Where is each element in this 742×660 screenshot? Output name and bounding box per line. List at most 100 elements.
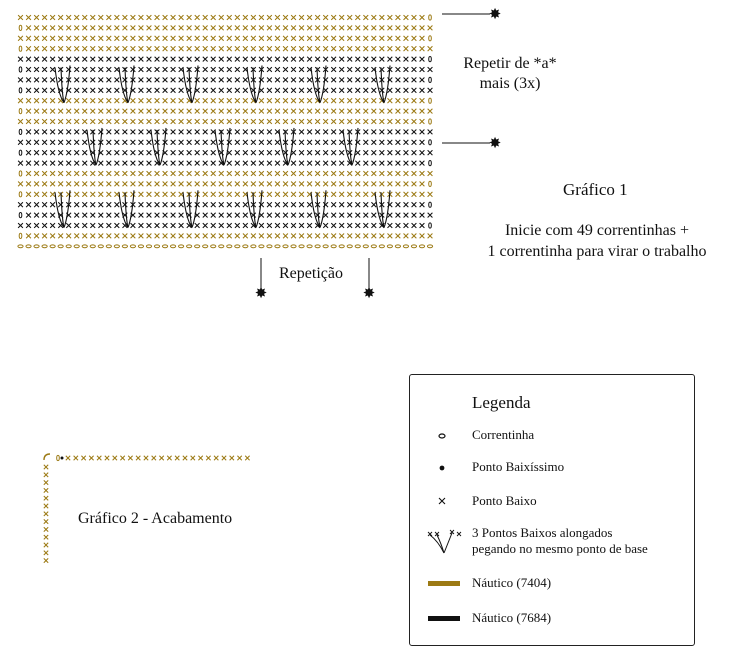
stitch-x <box>242 87 249 94</box>
stitch-x <box>81 87 88 94</box>
stitch-x <box>371 35 377 42</box>
stitch-chain <box>18 149 23 156</box>
stitch-x <box>106 97 112 104</box>
stitch-x <box>138 25 144 31</box>
stitch-x <box>170 35 176 42</box>
stitch-x <box>182 455 188 461</box>
stitch-x <box>106 25 112 31</box>
stitch-x <box>242 129 249 135</box>
stitch-x <box>403 129 409 135</box>
stitch-x <box>354 108 361 114</box>
stitch-x <box>194 56 200 62</box>
stitch-x <box>395 108 401 114</box>
stitch-x <box>41 66 48 73</box>
cluster-stroke <box>252 67 257 103</box>
stitch-x <box>98 170 104 177</box>
stitch-x <box>346 201 353 208</box>
stitch-x <box>354 149 361 156</box>
stitch-x <box>419 181 425 187</box>
stitch-x <box>234 97 241 104</box>
stitch-chain <box>210 244 217 249</box>
stitch-x <box>266 87 273 94</box>
stitch-x <box>186 108 192 114</box>
stitch-x <box>314 56 321 62</box>
stitch-x <box>138 201 144 208</box>
stitch-x <box>242 25 249 31</box>
stitch-x <box>411 87 417 94</box>
elongated-cluster <box>86 127 103 166</box>
stitch-x <box>146 108 152 114</box>
stitch-chain <box>346 244 353 249</box>
stitch-chain <box>266 244 273 249</box>
chain-icon <box>438 433 446 439</box>
stitch-x <box>130 222 136 229</box>
stitch-x <box>363 118 369 125</box>
stitch-x <box>143 455 149 461</box>
stitch-x <box>138 77 144 83</box>
stitch-x <box>178 222 184 229</box>
stitch-x <box>322 160 329 166</box>
stitch-x <box>274 108 281 114</box>
stitch-x <box>33 212 40 218</box>
stitch-x <box>427 25 433 31</box>
legend-box: Legenda Correntinha Ponto Baixíssimo Pon… <box>409 374 695 646</box>
stitch-x <box>298 129 305 135</box>
stitch-chain <box>129 244 137 249</box>
stitch-x <box>266 191 273 198</box>
stitch-x <box>57 118 64 125</box>
stitch-x <box>138 181 144 187</box>
stitch-x <box>371 118 377 125</box>
stitch-x <box>371 170 377 177</box>
stitch-x <box>114 108 120 114</box>
stitch-x <box>330 149 337 156</box>
stitch-x <box>403 160 409 166</box>
stitch-x <box>379 118 385 125</box>
stitch-x <box>154 160 160 166</box>
stitch-x <box>274 170 281 177</box>
stitch-x <box>234 66 241 73</box>
stitch-x <box>354 233 361 239</box>
stitch-x <box>170 108 176 114</box>
stitch-x <box>213 455 219 461</box>
stitch-x <box>387 170 393 177</box>
stitch-x <box>57 139 64 146</box>
stitch-x <box>242 77 249 83</box>
stitch-x <box>210 14 216 21</box>
stitch-x <box>33 222 40 229</box>
stitch-x <box>298 170 305 177</box>
elongated-cluster <box>310 190 327 228</box>
stitch-x <box>202 129 208 135</box>
stitch-x <box>114 139 120 146</box>
stitch-x <box>89 108 96 114</box>
stitch-x <box>242 181 249 187</box>
stitch-x <box>65 56 72 62</box>
stitch-x <box>419 191 425 198</box>
stitch-x <box>298 25 305 31</box>
stitch-x <box>419 222 425 229</box>
stitch-x <box>154 181 160 187</box>
stitch-x <box>138 118 144 125</box>
stitch-x <box>395 191 401 198</box>
stitch-x <box>282 233 289 239</box>
cluster-stroke <box>351 127 359 166</box>
stitch-x <box>41 97 48 104</box>
stitch-x <box>314 160 321 166</box>
stitch-x <box>234 181 241 187</box>
stitch-x <box>106 181 112 187</box>
stitch-x <box>89 45 96 52</box>
stitch-x <box>162 56 168 62</box>
stitch-x <box>338 191 345 198</box>
stitch-x <box>395 14 401 21</box>
stitch-x <box>371 45 377 52</box>
elongated-sc-line-1: 3 Pontos Baixos alongados <box>472 525 613 540</box>
stitch-x <box>395 181 401 187</box>
stitch-x <box>346 233 353 239</box>
stitch-x <box>363 129 369 135</box>
stitch-x <box>346 35 353 42</box>
stitch-x <box>81 139 88 146</box>
stitch-x <box>226 97 233 104</box>
stitch-x <box>170 66 176 73</box>
stitch-x <box>354 56 361 62</box>
stitch-x <box>178 56 184 62</box>
stitch-x <box>170 139 176 146</box>
